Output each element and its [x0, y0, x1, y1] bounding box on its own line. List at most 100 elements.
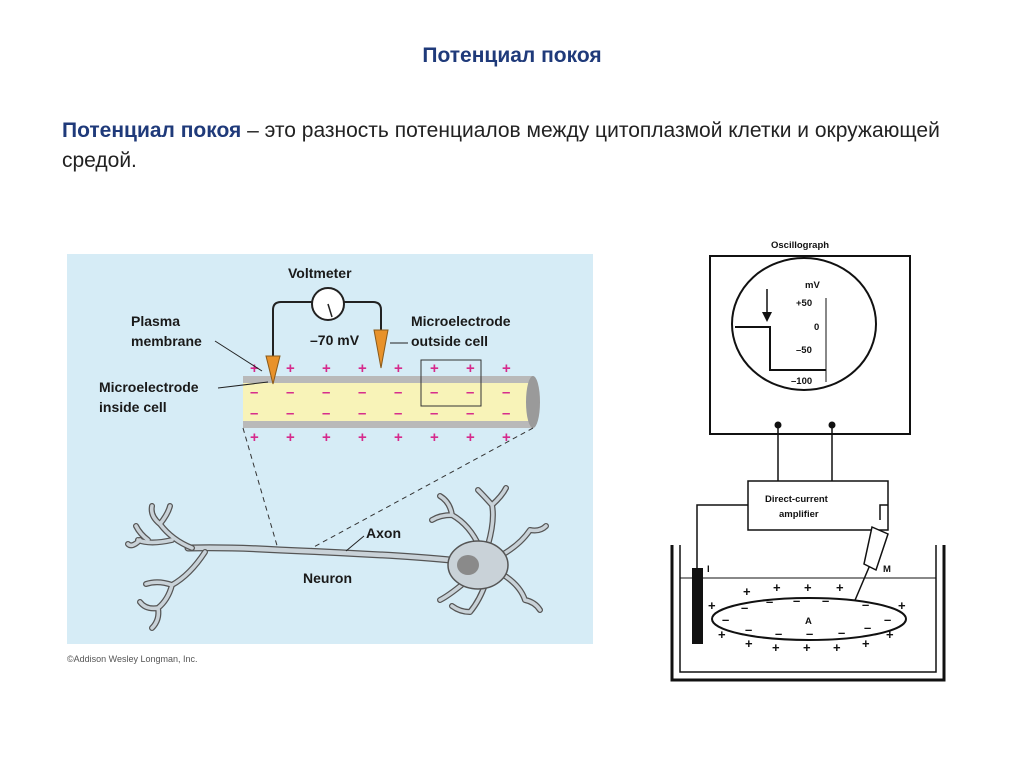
voltage-reading: –70 mV: [310, 332, 360, 348]
charge-minus: –: [722, 612, 729, 627]
outer-plus-bottom: + + + + + + + +: [250, 429, 511, 446]
electrode-inside-label-1: Microelectrode: [99, 379, 199, 395]
charge-minus: –: [862, 597, 869, 612]
charge-plus: +: [803, 640, 811, 655]
charge-plus: +: [286, 429, 295, 446]
bath-inner-wall: [679, 545, 937, 673]
electrode-M-label: M: [883, 564, 891, 575]
definition-text: Потенциал покоя – это разность потенциал…: [62, 116, 992, 176]
charge-minus: –: [358, 405, 366, 422]
voltmeter-circuit: [265, 287, 389, 385]
terminal-left: [774, 421, 782, 429]
charge-minus: –: [466, 384, 474, 401]
neuron-drawing: [125, 485, 549, 631]
electrode-inside-label-2: inside cell: [99, 399, 167, 415]
neuron-label: Neuron: [303, 570, 352, 586]
zoom-line-right: [309, 427, 534, 550]
cell-inner-minus-charges: – – – – – – – – – – – –: [722, 593, 891, 641]
oscillograph-label: Oscillograph: [771, 240, 829, 251]
trace-arrowhead-icon: [762, 312, 772, 322]
charge-plus: +: [743, 584, 751, 599]
charge-minus: –: [394, 405, 402, 422]
axon-fiber: [185, 545, 453, 563]
charge-plus: +: [286, 360, 295, 377]
cell-membrane: [711, 597, 907, 641]
charge-plus: +: [773, 580, 781, 595]
charge-minus: –: [394, 384, 402, 401]
charge-plus: +: [394, 360, 403, 377]
charge-plus: +: [886, 627, 894, 642]
charge-minus: –: [430, 405, 438, 422]
scale-tick-plus-50: +50: [796, 298, 812, 309]
charge-plus: +: [358, 429, 367, 446]
axon-label: Axon: [366, 525, 401, 541]
inner-minus-top: – – – – – – – –: [250, 384, 510, 401]
voltmeter-needle-icon: [327, 303, 333, 318]
scale-tick-minus-100: –100: [791, 376, 812, 387]
charge-minus: –: [775, 626, 782, 641]
charge-plus: +: [322, 429, 331, 446]
charge-plus: +: [322, 360, 331, 377]
electrode-inside-pointer: [217, 381, 269, 389]
electrode-inside-icon: [265, 355, 281, 385]
scale-tick-minus-50: –50: [796, 345, 812, 356]
charge-minus: –: [838, 625, 845, 640]
charge-plus: +: [804, 580, 812, 595]
charge-minus: –: [502, 405, 510, 422]
definition-rest: – это разность потенциалов между цитопла…: [62, 119, 940, 172]
charge-plus: +: [502, 360, 511, 377]
charge-plus: +: [250, 429, 259, 446]
charge-plus: +: [833, 640, 841, 655]
charge-plus: +: [250, 360, 259, 377]
charge-plus: +: [466, 360, 475, 377]
charge-plus: +: [772, 640, 780, 655]
charge-minus: –: [250, 405, 258, 422]
charge-minus: –: [822, 593, 829, 608]
charge-minus: –: [864, 620, 871, 635]
scale-tick-0: 0: [814, 322, 819, 333]
trace-line: [735, 326, 826, 371]
axon-pointer: [345, 535, 365, 552]
charge-plus: +: [466, 429, 475, 446]
electrode-outside-label-1: Microelectrode: [411, 313, 511, 329]
axon-end-cap: [526, 376, 540, 428]
charge-minus: –: [250, 384, 258, 401]
charge-minus: –: [322, 384, 330, 401]
copyright-note: ©Addison Wesley Longman, Inc.: [67, 654, 198, 664]
charge-minus: –: [741, 600, 748, 615]
inner-minus-bottom: – – – – – – – –: [250, 405, 510, 422]
voltmeter-label: Voltmeter: [288, 265, 352, 281]
charge-plus: +: [708, 598, 716, 613]
charge-minus: –: [466, 405, 474, 422]
zoom-line-left: [242, 427, 279, 550]
plasma-membrane-label-1: Plasma: [131, 313, 180, 329]
charge-minus: –: [322, 405, 330, 422]
electrode-outside-icon: [373, 329, 389, 369]
charge-minus: –: [286, 384, 294, 401]
charge-minus: –: [286, 405, 294, 422]
charge-minus: –: [793, 593, 800, 608]
terminal-right: [828, 421, 836, 429]
charge-minus: –: [502, 384, 510, 401]
charge-plus: +: [502, 429, 511, 446]
oscillograph-screen: [731, 257, 877, 391]
axon-segment: [243, 359, 540, 428]
microelectrode-holder-icon: [863, 525, 889, 572]
charge-plus: +: [358, 360, 367, 377]
electrode-wire-left: [272, 301, 312, 356]
zoom-box: [420, 359, 482, 407]
electrode-outside-label-2: outside cell: [411, 333, 488, 349]
slide-title: Потенциал покоя: [422, 44, 602, 67]
charge-plus: +: [862, 636, 870, 651]
charge-minus: –: [884, 612, 891, 627]
amplifier-label-2: amplifier: [779, 509, 819, 520]
definition-term: Потенциал покоя: [62, 119, 242, 142]
electrode-I-label: I: [707, 564, 710, 575]
charge-minus: –: [430, 384, 438, 401]
reference-electrode-icon: [692, 568, 703, 644]
electrode-wire-right: [344, 301, 382, 330]
left-figure: + + + + + + + + – – – – – – – – – – – – …: [67, 254, 593, 664]
charge-minus: –: [766, 594, 773, 609]
outer-plus-top: + + + + + + + +: [250, 360, 511, 377]
right-figure: Oscillograph mV +50 0 –50 –100 Direct-cu…: [670, 240, 946, 682]
